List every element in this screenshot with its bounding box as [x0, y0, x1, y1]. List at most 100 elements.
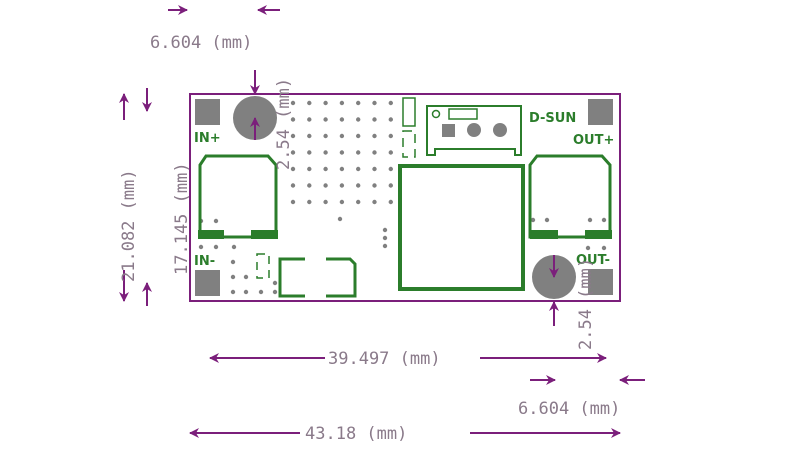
via-dot	[372, 117, 377, 122]
via-dot	[388, 117, 393, 122]
pot-label-box	[448, 108, 478, 120]
via-dot	[230, 259, 236, 265]
via-dot	[356, 150, 361, 155]
via-dot	[213, 218, 219, 224]
via-dot	[388, 166, 393, 172]
via-dot	[372, 133, 377, 139]
via-dot	[198, 244, 204, 250]
via-dot	[356, 166, 361, 172]
via-dot	[372, 166, 377, 172]
via-dot	[339, 199, 345, 205]
label-out-plus: OUT+	[573, 133, 614, 148]
inductor	[398, 164, 525, 291]
label-out-minus: OUT-	[576, 253, 610, 268]
via-dot	[587, 217, 593, 223]
via-dot	[307, 183, 312, 188]
via-dot	[243, 274, 249, 280]
via-dot	[356, 183, 361, 188]
via-dot	[307, 199, 312, 205]
via-dot	[544, 217, 550, 223]
via-dot	[388, 183, 393, 188]
via-dot	[307, 117, 312, 122]
via-dot	[258, 289, 264, 295]
dim-board-width: 43.18 (mm)	[305, 424, 407, 444]
dimension-lines	[119, 5, 645, 438]
capacitor-pad	[198, 230, 224, 239]
pot-pin	[493, 123, 507, 137]
via-dot	[323, 117, 328, 122]
pot-pin	[442, 124, 455, 137]
dim-right-hole-offset: 2.54 (mm)	[576, 258, 596, 350]
via-dot	[339, 117, 345, 122]
via-dot	[585, 245, 591, 251]
via-dot	[323, 133, 328, 139]
via-dot	[337, 216, 343, 222]
via-dot	[307, 100, 312, 106]
pot-marker	[431, 109, 441, 119]
dim-hole-spacing-horizontal: 39.497 (mm)	[328, 349, 441, 369]
dim-board-height: 21.082 (mm)	[119, 169, 139, 282]
pad-in-plus	[195, 99, 220, 125]
via-dot	[272, 289, 278, 295]
via-dot	[339, 100, 345, 106]
via-dot	[388, 100, 393, 106]
resistor	[402, 97, 416, 127]
via-dot	[323, 183, 328, 188]
via-dot	[382, 243, 388, 249]
via-dot	[530, 217, 536, 223]
potentiometer	[426, 105, 522, 156]
via-dot	[382, 227, 388, 233]
dim-hole-spacing-vertical: 17.145 (mm)	[172, 162, 192, 275]
via-dot	[290, 100, 296, 106]
via-dot	[388, 199, 393, 205]
via-dot	[290, 183, 296, 188]
via-dot	[307, 150, 312, 155]
capacitor-pad	[251, 230, 278, 239]
via-dot	[356, 199, 361, 205]
pad-out-plus	[588, 99, 613, 125]
via-dot	[601, 245, 607, 251]
label-in-minus: IN-	[194, 254, 215, 269]
via-dot	[339, 133, 345, 139]
label-in-plus: IN+	[194, 131, 221, 146]
via-dot	[356, 100, 361, 106]
via-dot	[243, 289, 249, 295]
via-dot	[290, 166, 296, 172]
via-dot	[323, 199, 328, 205]
via-dot	[388, 150, 393, 155]
resistor	[256, 253, 270, 279]
via-dot	[290, 133, 296, 139]
resistor	[402, 130, 416, 158]
via-dot	[356, 117, 361, 122]
via-dot	[339, 150, 345, 155]
via-dot	[382, 235, 388, 241]
via-dot	[323, 150, 328, 155]
capacitor-pad	[585, 230, 612, 239]
via-dot	[290, 117, 296, 122]
via-dot	[290, 150, 296, 155]
via-dot	[213, 244, 219, 250]
pad-in-minus	[195, 270, 220, 296]
via-dot	[230, 289, 236, 295]
via-dot	[230, 274, 236, 280]
via-dot	[388, 133, 393, 139]
via-dot	[272, 280, 278, 286]
via-dot	[372, 150, 377, 155]
via-dot	[356, 133, 361, 139]
dim-left-hole-offset: 2.54 (mm)	[274, 78, 294, 170]
via-dot	[339, 166, 345, 172]
diode	[278, 257, 357, 298]
capacitor-pad	[530, 230, 558, 239]
via-dot	[323, 100, 328, 106]
via-dot	[601, 217, 607, 223]
pad-out-minus	[588, 269, 613, 295]
via-dot	[372, 100, 377, 106]
via-dot	[323, 166, 328, 172]
via-dot	[307, 133, 312, 139]
via-dot	[372, 199, 377, 205]
via-dot	[372, 183, 377, 188]
via-dot	[231, 244, 237, 250]
via-grid	[198, 100, 607, 295]
dim-top-pad-spacing: 6.604 (mm)	[150, 33, 252, 53]
